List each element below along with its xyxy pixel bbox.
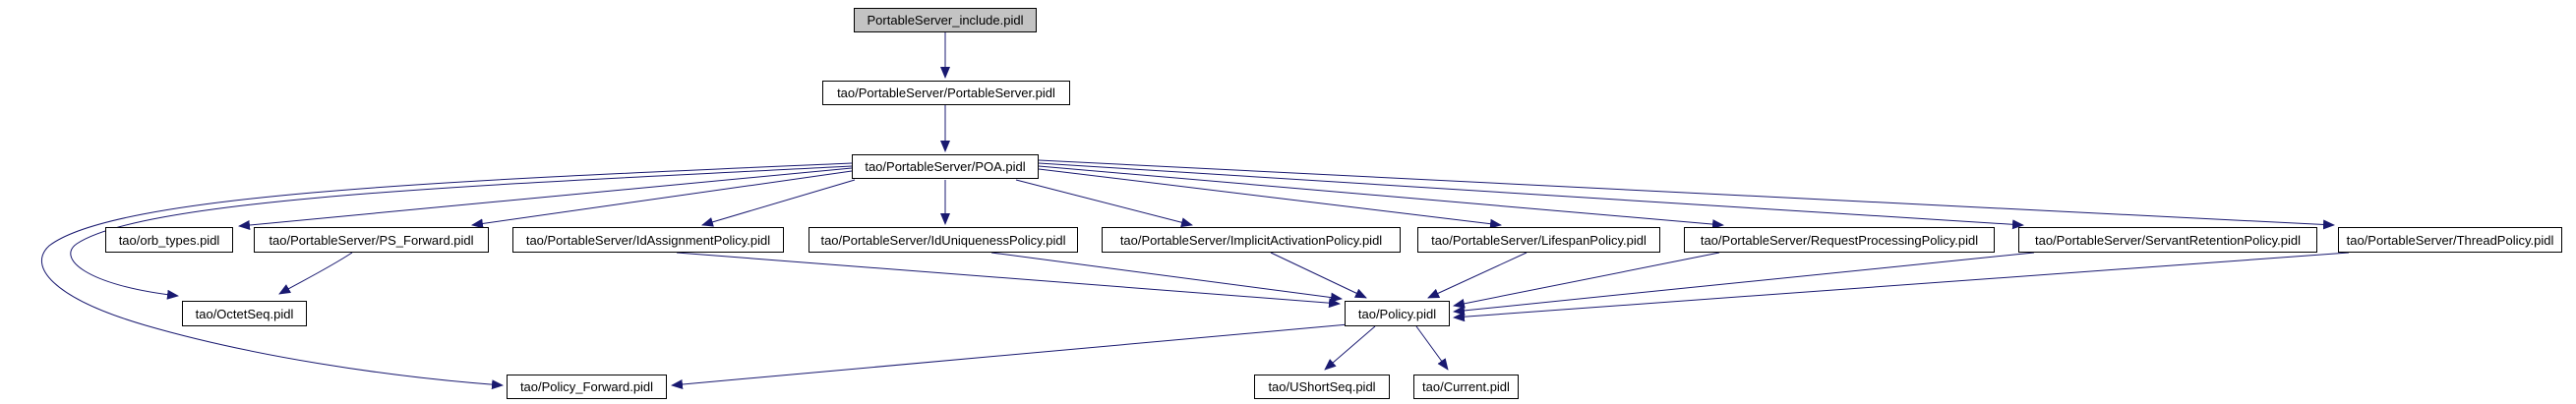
edge-poa-ps-forward <box>471 170 853 229</box>
edge-policy-ushortseq <box>1324 325 1376 371</box>
node-request-processing-policy-pidl[interactable]: tao/PortableServer/RequestProcessingPoli… <box>1684 227 1995 253</box>
node-servant-retention-policy-pidl[interactable]: tao/PortableServer/ServantRetentionPolic… <box>2018 227 2317 253</box>
edge-poa-octetseq <box>70 165 853 300</box>
node-portableserver-pidl[interactable]: tao/PortableServer/PortableServer.pidl <box>822 81 1070 105</box>
node-ps-forward-pidl[interactable]: tao/PortableServer/PS_Forward.pidl <box>254 227 489 253</box>
node-portableserver-include: PortableServer_include.pidl <box>854 8 1037 32</box>
edge-thread-policy-policy <box>1453 252 2350 322</box>
edge-poa-id-assignment <box>701 179 856 227</box>
edge-poa-implicit-activation <box>1015 179 1193 228</box>
node-lifespan-policy-pidl[interactable]: tao/PortableServer/LifespanPolicy.pidl <box>1417 227 1660 253</box>
node-id-assignment-policy-pidl[interactable]: tao/PortableServer/IdAssignmentPolicy.pi… <box>512 227 784 253</box>
node-id-uniqueness-policy-pidl[interactable]: tao/PortableServer/IdUniquenessPolicy.pi… <box>809 227 1078 253</box>
edge-id-uniqueness-policy <box>990 252 1343 303</box>
node-thread-policy-pidl[interactable]: tao/PortableServer/ThreadPolicy.pidl <box>2338 227 2562 253</box>
edge-ps-forward-octetseq <box>278 252 353 295</box>
edge-servant-retention-policy <box>1453 252 2035 316</box>
edge-poa-policy-forward <box>40 162 853 390</box>
edge-implicit-activation-policy <box>1270 252 1367 299</box>
edge-lifespan-policy <box>1427 252 1528 299</box>
edge-poa-lifespan <box>1038 168 1502 229</box>
node-ushortseq-pidl[interactable]: tao/UShortSeq.pidl <box>1254 375 1390 399</box>
edge-poa-thread-policy <box>1038 159 2335 230</box>
node-orb-types-pidl[interactable]: tao/orb_types.pidl <box>105 227 233 253</box>
node-current-pidl[interactable]: tao/Current.pidl <box>1413 375 1519 399</box>
node-implicit-activation-policy-pidl[interactable]: tao/PortableServer/ImplicitActivationPol… <box>1102 227 1401 253</box>
edge-policy-current <box>1415 325 1449 371</box>
edge-id-assignment-policy <box>676 252 1341 309</box>
node-policy-forward-pidl[interactable]: tao/Policy_Forward.pidl <box>507 375 667 399</box>
edge-request-processing-policy <box>1453 252 1720 309</box>
edge-poa-orb-types <box>238 167 853 230</box>
edge-poa-servant-retention <box>1038 162 2024 230</box>
edge-poa-request-processing <box>1038 165 1724 230</box>
node-policy-pidl[interactable]: tao/Policy.pidl <box>1345 301 1450 326</box>
node-poa-pidl[interactable]: tao/PortableServer/POA.pidl <box>852 154 1039 179</box>
edge-policy-policy-forward <box>671 323 1349 389</box>
node-octetseq-pidl[interactable]: tao/OctetSeq.pidl <box>182 301 307 326</box>
